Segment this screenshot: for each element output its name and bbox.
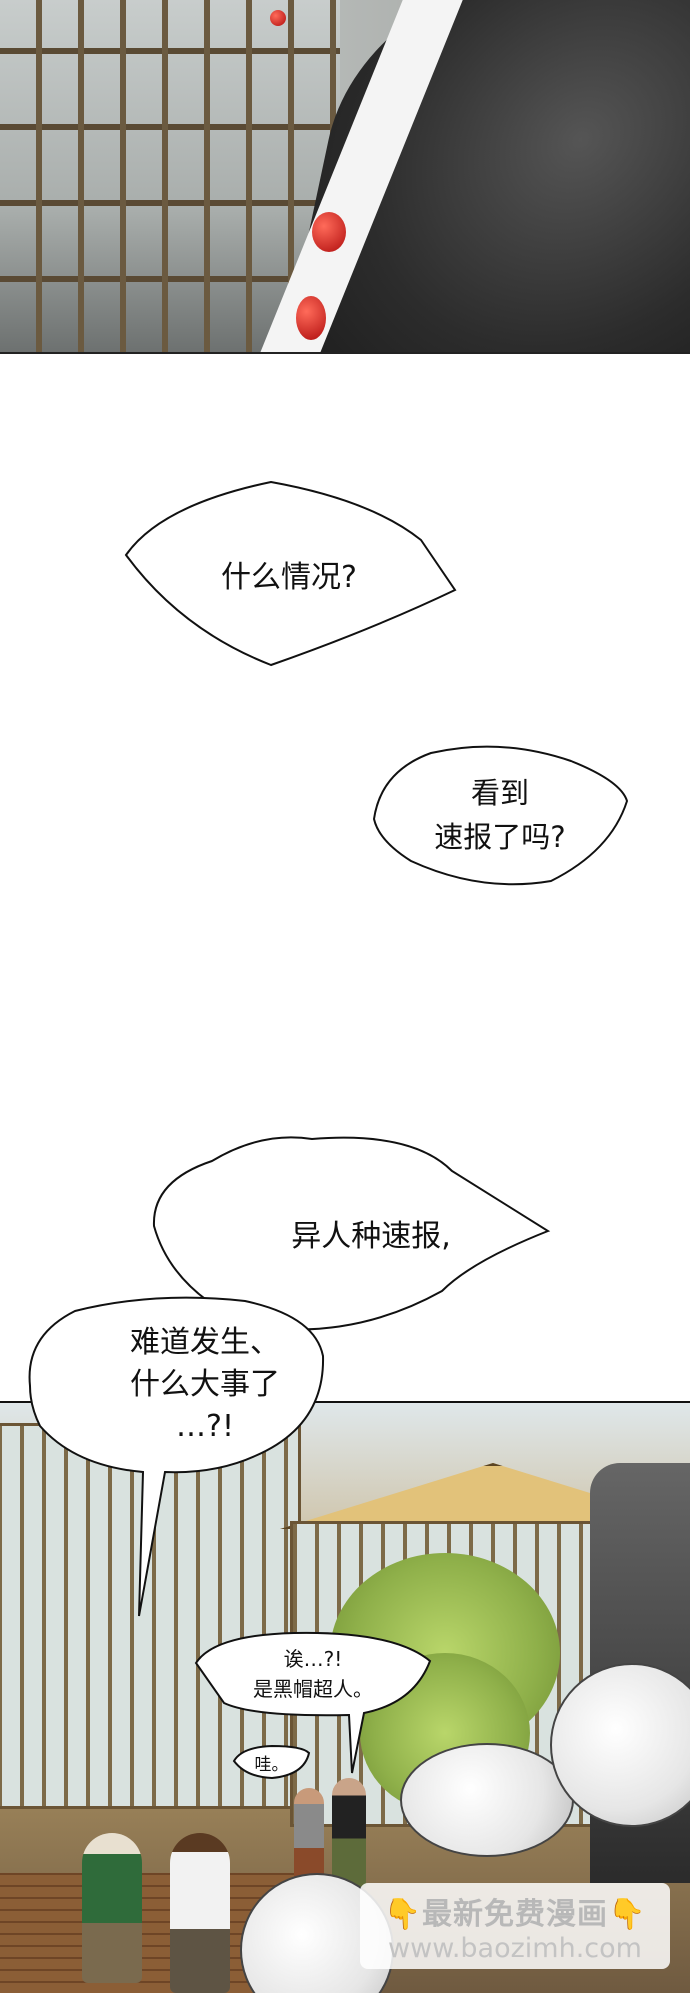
white-sack	[400, 1743, 574, 1857]
person-black-shirt	[332, 1778, 366, 1888]
red-bead	[270, 10, 286, 26]
pointing-down-hand-icon: 👇	[608, 1896, 647, 1932]
pointing-down-hand-icon: 👇	[383, 1896, 422, 1932]
watermark-line1: 👇最新免费漫画👇	[383, 1896, 647, 1932]
bubble-text: 难道发生、 什么大事了 …?!	[130, 1325, 280, 1444]
speech-bubble: 难道发生、 什么大事了 …?!	[25, 1296, 325, 1617]
watermark-url: www.baozimh.com	[388, 1932, 642, 1964]
speech-bubble: 什么情况?	[121, 480, 457, 667]
bubble-text: 诶…?! 是黑帽超人。	[253, 1647, 373, 1701]
site-watermark: 👇最新免费漫画👇 www.baozimh.com	[360, 1883, 670, 1969]
red-bead	[296, 296, 326, 340]
person-backpack	[170, 1833, 230, 1993]
person-woman	[294, 1788, 324, 1888]
speech-bubble: 看到 速报了吗?	[371, 741, 629, 889]
red-bead	[312, 212, 346, 252]
speech-bubble: 诶…?! 是黑帽超人。	[194, 1631, 432, 1774]
white-sack	[550, 1663, 690, 1827]
person-green-jacket	[82, 1833, 142, 1983]
speech-bubble: 异人种速报,	[152, 1131, 551, 1334]
bubble-text: 什么情况?	[221, 559, 357, 595]
top-comic-panel	[0, 0, 690, 354]
bubble-text: 看到 速报了吗?	[434, 776, 566, 854]
bubble-text: 哇。	[254, 1754, 289, 1775]
speech-bubble: 哇。	[232, 1744, 311, 1780]
bubble-text: 异人种速报,	[291, 1218, 451, 1254]
